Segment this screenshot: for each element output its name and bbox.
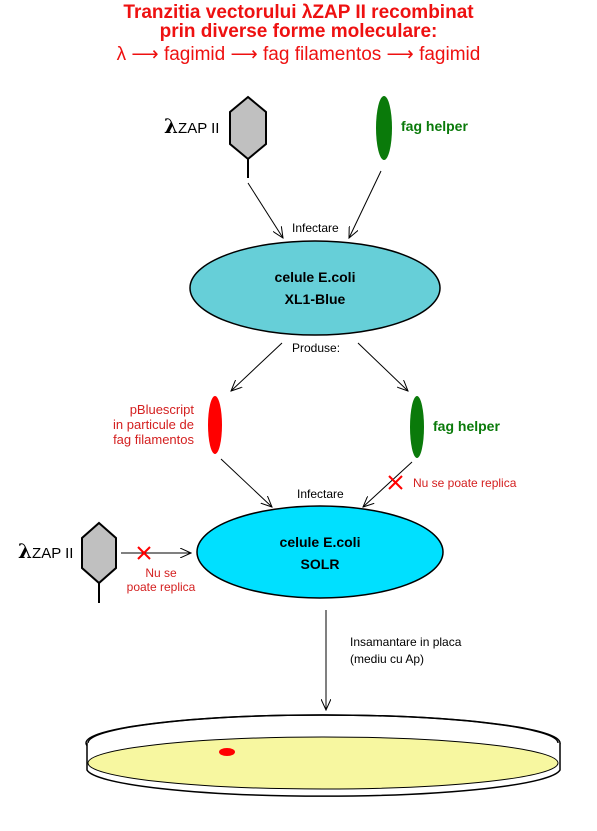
arrow-lambda-to-cell1 [247,182,283,238]
cell1-label: celule E.coli XL1-Blue [215,266,415,310]
cell1-ellipse [189,240,441,336]
petri-plate [85,714,561,797]
cell2-line-1: celule E.coli [279,534,361,550]
title-line-2: prin diverse forme moleculare: [159,21,438,42]
colony-dot [219,748,235,756]
lambda-zap-label-bottom: λZAP II [18,539,73,563]
pbluescript-line-3: fag filamentos [113,432,194,447]
lambda-phage-icon-bottom [81,521,117,603]
cell2-label: celule E.coli SOLR [220,531,420,575]
cell2-ellipse [196,505,444,599]
filamentous-phage-icon [208,396,222,454]
plating-label: Insamantare in placa (mediu cu Ap) [350,634,461,668]
blocked-x-icon-helper [388,475,403,490]
lambda-zap-text-top: ZAP II [178,120,220,137]
arrow-helper-to-cell1 [349,170,382,238]
blocked-x-icon-lambda [137,546,151,560]
infect-label-top: Infectare [292,221,339,235]
helper-label-middle: fag helper [433,418,500,434]
lambda-zap-label-top: λZAP II [164,114,219,138]
pbluescript-line-1: pBluescript [129,402,194,417]
produse-label: Produse: [292,341,341,355]
helper-label-top: fag helper [401,118,468,134]
cell1-line-1: celule E.coli [274,269,356,285]
title-line-3: λ ⟶ fagimid ⟶ fag filamentos ⟶ fagimid [116,44,481,65]
plating-line-1: Insamantare in placa [350,635,462,649]
arrow-cell1-to-pbluescript [231,342,283,391]
helper-phage-icon-middle [410,396,424,458]
title-line-1: Tranzitia vectorului λZAP II recombinat [123,2,474,23]
arrow-pbluescript-to-cell2 [220,458,272,507]
arrow-helper-to-cell2 [363,461,413,507]
helper-phage-icon-top [376,96,392,160]
infect-label-bottom: Infectare [297,487,344,501]
lambda-phage-icon-top [229,95,267,178]
cell2-line-2: SOLR [300,556,340,572]
cell1-line-2: XL1-Blue [284,291,346,307]
lambda-symbol-top: λ [164,114,179,138]
no-replicate-lambda-line-2: poate replica [126,580,196,594]
pbluescript-line-2: in particule de [113,417,194,432]
lambda-zap-text-bottom: ZAP II [32,545,74,562]
lambda-symbol-bottom: λ [18,539,33,563]
arrow-cell1-to-helper [357,342,408,391]
no-replicate-helper-label: Nu se poate replica [413,476,517,490]
no-replicate-lambda-label: Nu se poate replica [121,566,201,594]
plating-line-2: (mediu cu Ap) [350,652,425,666]
pbluescript-label: pBluescript in particule de fag filament… [96,402,194,447]
no-replicate-lambda-line-1: Nu se [145,566,177,580]
